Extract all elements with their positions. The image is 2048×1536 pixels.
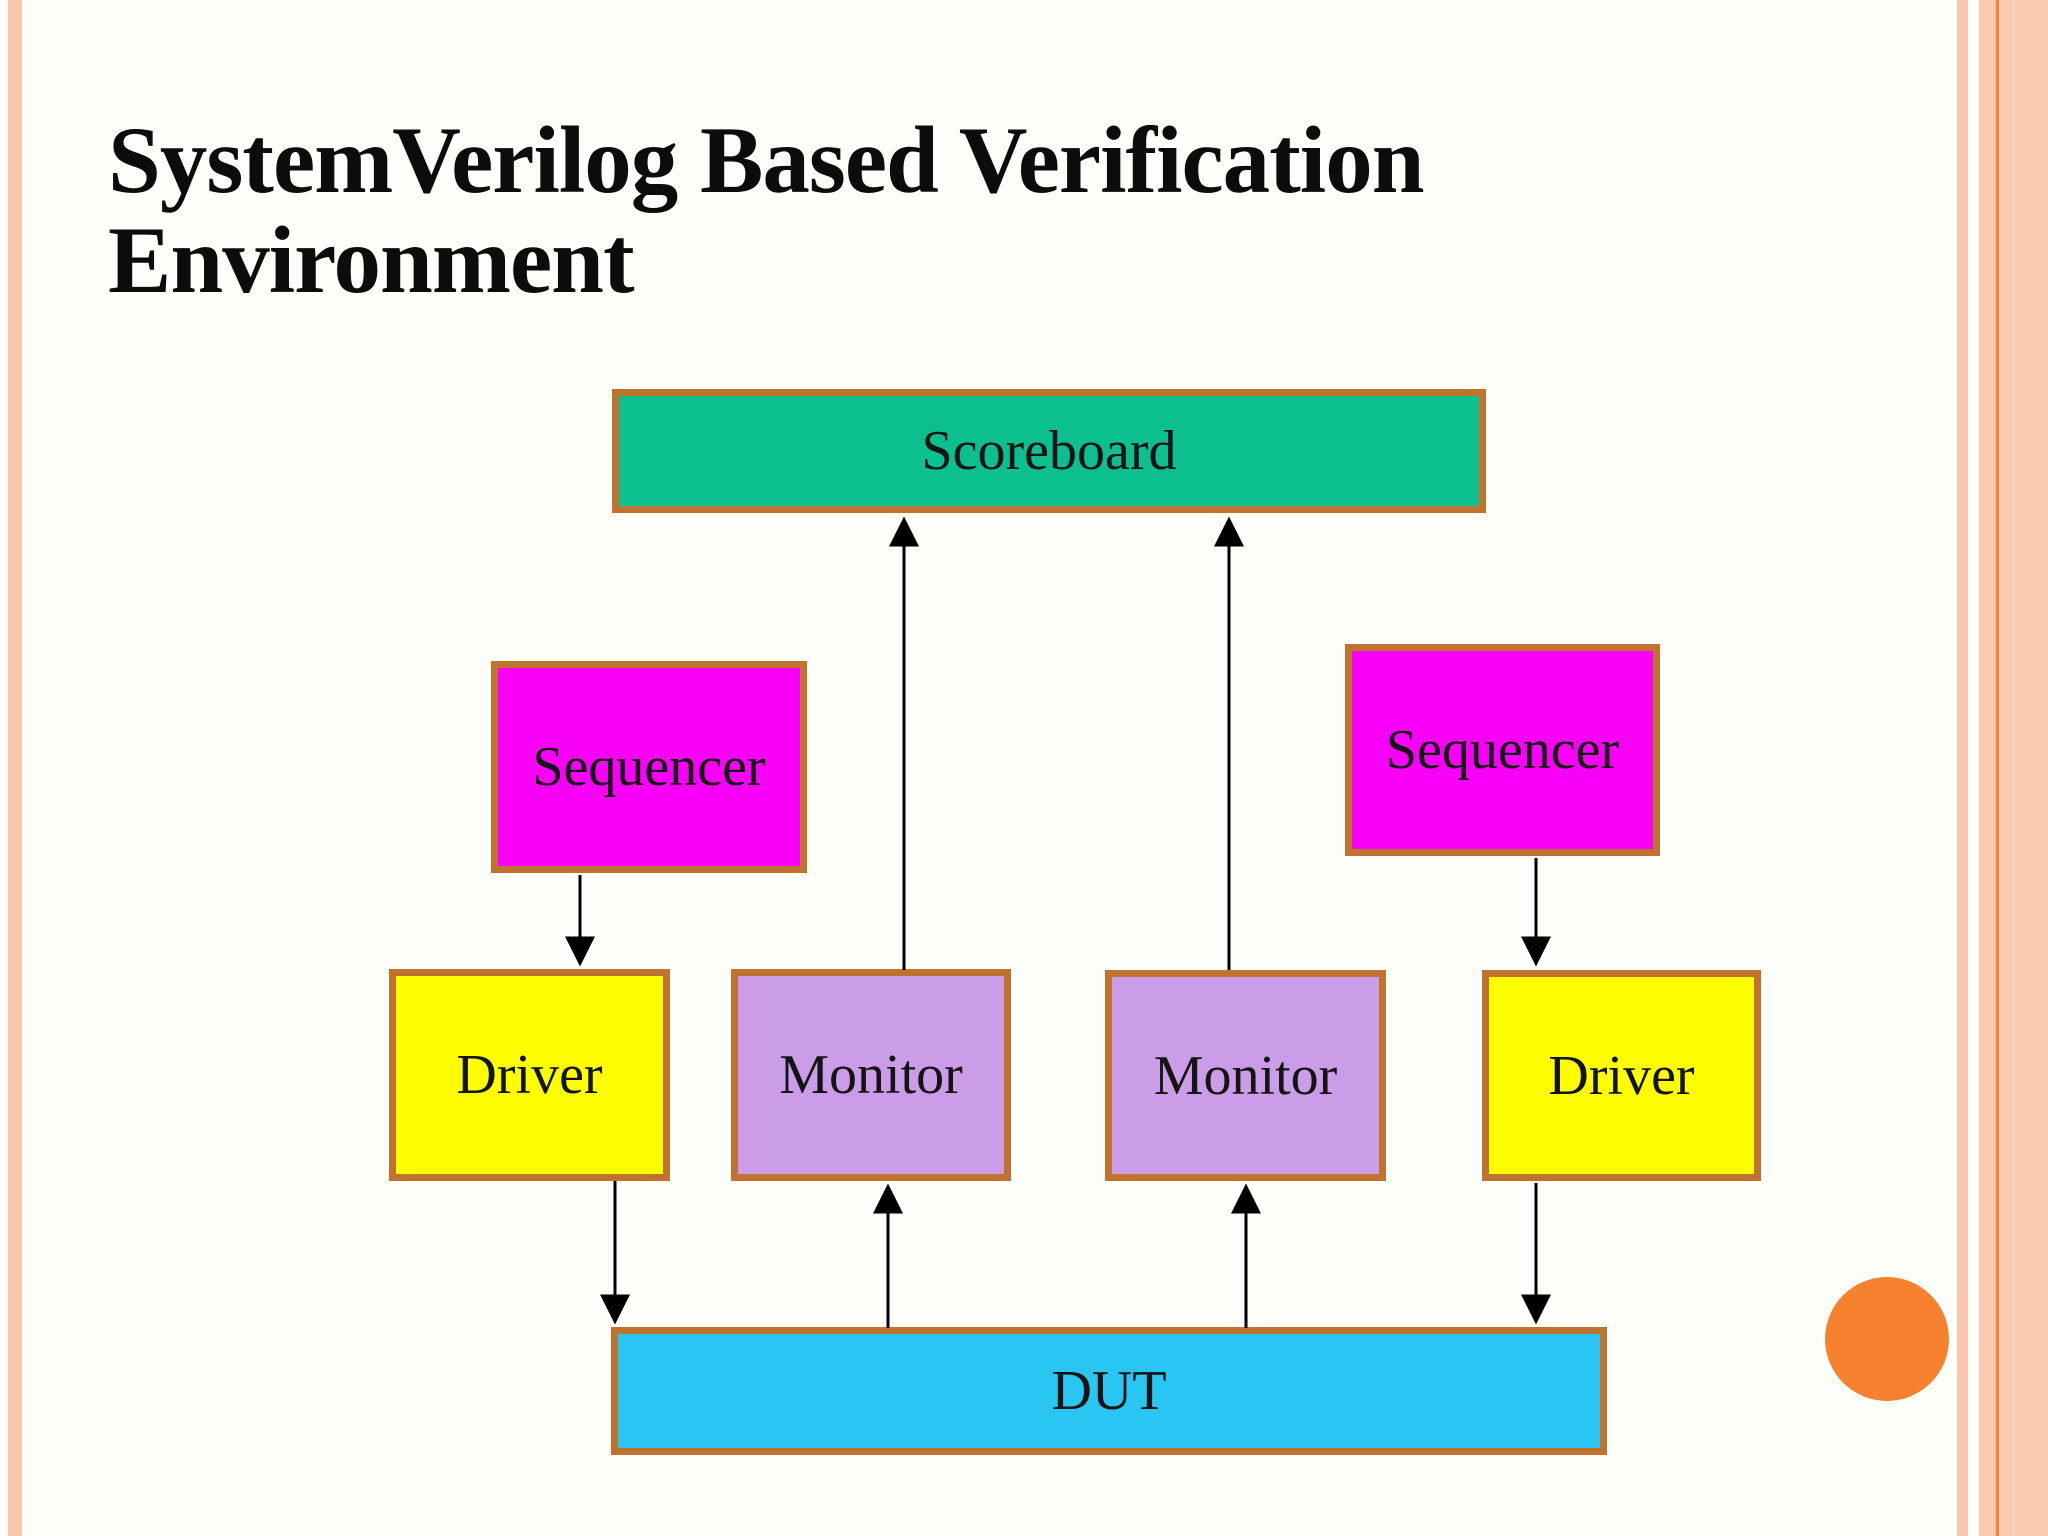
sequencer-left-box: Sequencer [491, 661, 807, 873]
driver-left-label: Driver [456, 1044, 603, 1106]
monitor-left-box: Monitor [731, 969, 1011, 1181]
right-accent-band [1979, 0, 2048, 1536]
driver-right-box: Driver [1482, 970, 1761, 1181]
right-band-divider [2013, 0, 2015, 1536]
left-accent-stripe [8, 0, 22, 1536]
dut-box: DUT [611, 1327, 1607, 1455]
right-band-inner-line [1996, 0, 1999, 1536]
monitor-left-label: Monitor [779, 1044, 963, 1106]
dut-label: DUT [1051, 1360, 1167, 1422]
driver-left-box: Driver [389, 969, 670, 1181]
sequencer-left-label: Sequencer [532, 736, 766, 798]
driver-right-label: Driver [1548, 1044, 1695, 1107]
monitor-right-label: Monitor [1153, 1044, 1338, 1107]
scoreboard-box: Scoreboard [612, 389, 1486, 513]
right-accent-stripe [1957, 0, 1968, 1536]
slide-title: SystemVerilog Based Verification Environ… [108, 106, 1425, 314]
scoreboard-label: Scoreboard [921, 420, 1177, 482]
orange-circle-accent [1825, 1277, 1949, 1401]
monitor-right-box: Monitor [1105, 970, 1386, 1181]
sequencer-right-label: Sequencer [1385, 719, 1620, 781]
sequencer-right-box: Sequencer [1345, 644, 1660, 856]
